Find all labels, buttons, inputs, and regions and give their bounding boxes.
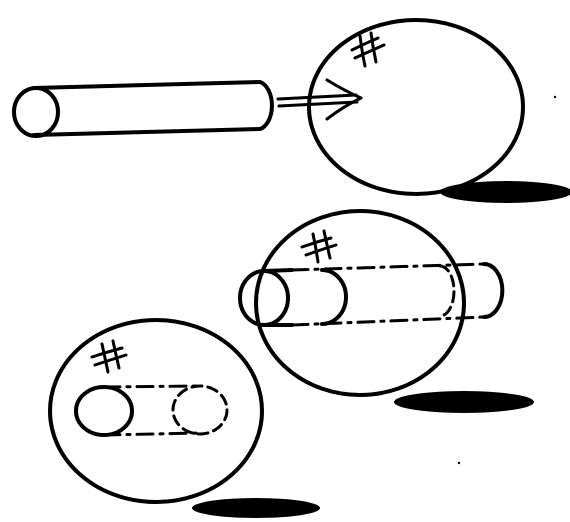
panel-insertion (14, 20, 570, 203)
seam-hash-icon (92, 341, 126, 372)
speck (458, 462, 460, 464)
drop-shadow (440, 181, 570, 203)
cylinder-solid (14, 82, 272, 136)
seam-hash-icon (302, 231, 336, 262)
drop-shadow (394, 391, 534, 413)
drop-shadow (192, 498, 320, 518)
sphere (309, 20, 523, 194)
arrow-icon (278, 80, 361, 119)
seam-hash-icon (352, 33, 384, 66)
speck (554, 96, 556, 98)
sphere (50, 320, 262, 502)
cylinder-hidden-dashed (76, 386, 227, 435)
panel-pass-through (240, 211, 534, 413)
panel-embedded (50, 320, 320, 518)
